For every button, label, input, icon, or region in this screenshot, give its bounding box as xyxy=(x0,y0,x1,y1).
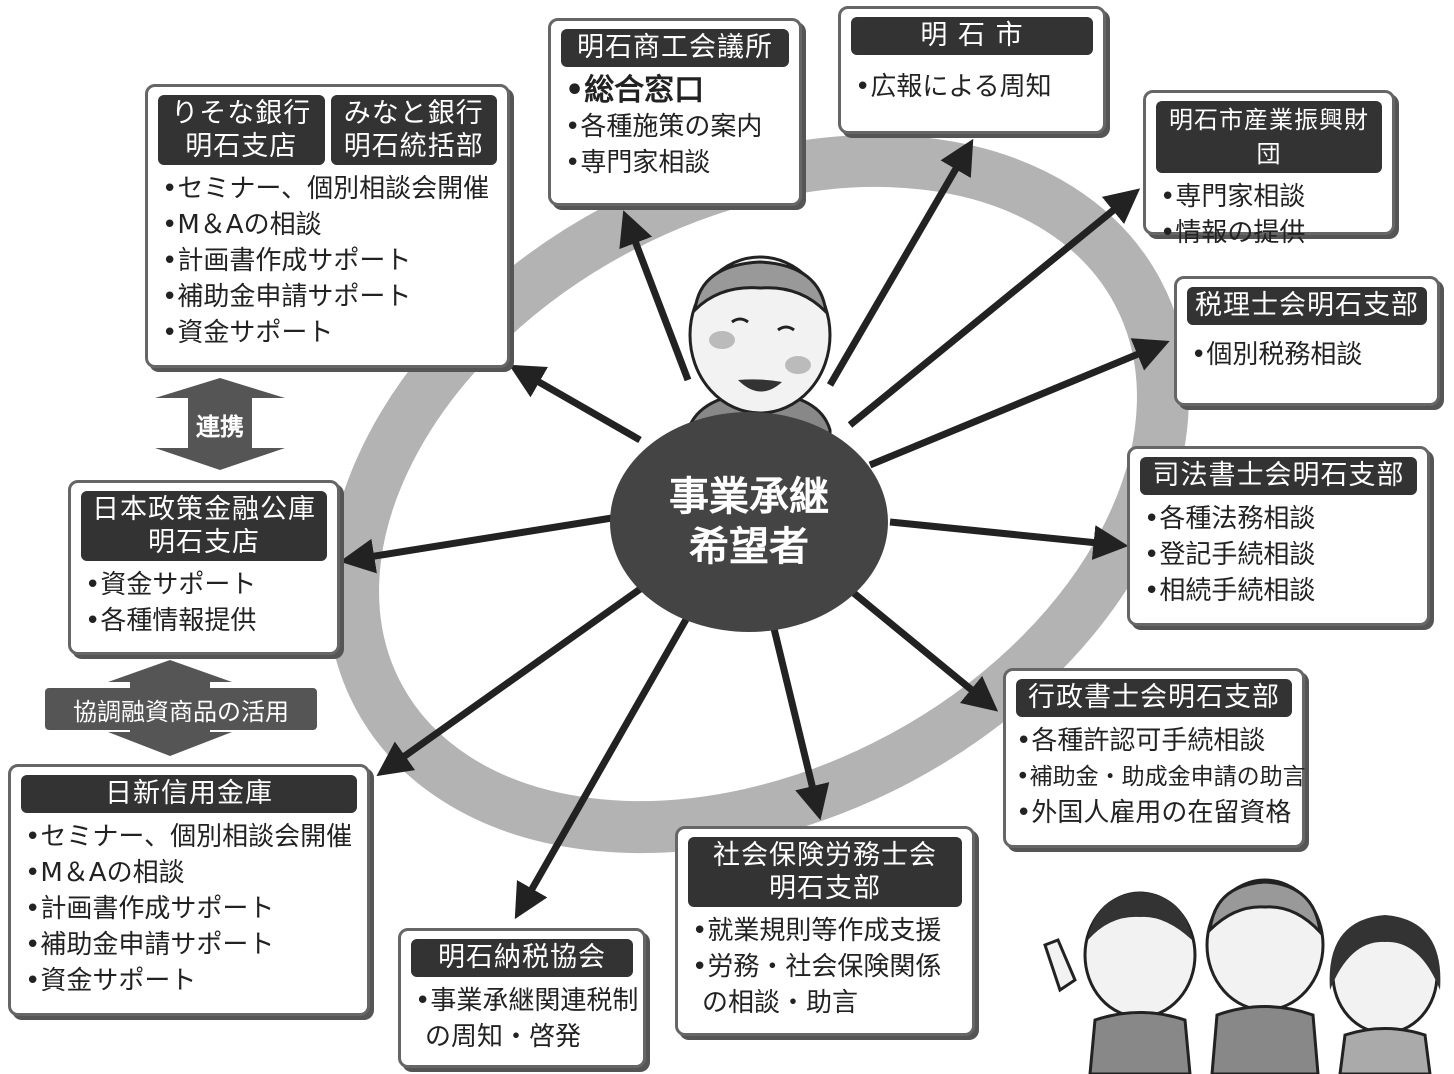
city-list: 広報による周知 xyxy=(841,61,1103,105)
nisshin-box: 日新信用金庫 セミナー、個別相談会開催 M＆Aの相談 計画書作成サポート 補助金… xyxy=(8,764,370,1016)
zaidan-box: 明石市産業振興財団 専門家相談 情報の提供 xyxy=(1143,90,1395,248)
list-item: 就業規則等作成支援 xyxy=(692,913,972,949)
list-item: 個別税務相談 xyxy=(1191,337,1437,373)
list-item: 資金サポート xyxy=(25,963,367,999)
list-item: 各種施策の案内 xyxy=(565,109,799,145)
gyosei-header: 行政書士会明石支部 xyxy=(1016,679,1292,717)
city-box: 明 石 市 広報による周知 xyxy=(838,6,1106,134)
zaidan-header: 明石市産業振興財団 xyxy=(1156,101,1382,173)
list-item: 計画書作成サポート xyxy=(25,891,367,927)
cooperation-ring xyxy=(327,134,1189,854)
list-item: セミナー、個別相談会開催 xyxy=(162,171,507,207)
list-item: 計画書作成サポート xyxy=(162,243,507,279)
sharoushi-name: 社会保険労務士会 xyxy=(713,840,937,871)
list-item: M＆Aの相談 xyxy=(25,855,367,891)
list-item: 登記手続相談 xyxy=(1144,537,1427,573)
center-successor-node: 事業承継 希望者 xyxy=(610,412,888,632)
zeirishi-list: 個別税務相談 xyxy=(1177,331,1437,373)
nisshin-header: 日新信用金庫 xyxy=(21,775,357,813)
banks-box: りそな銀行 明石支店 みなと銀行 明石統括部 セミナー、個別相談会開催 M＆Aの… xyxy=(145,84,510,368)
list-item: 補助金・助成金申請の助言 xyxy=(1016,759,1306,795)
jfc-name: 日本政策金融公庫 xyxy=(92,494,316,525)
banks-list: セミナー、個別相談会開催 M＆Aの相談 計画書作成サポート 補助金申請サポート … xyxy=(148,171,507,351)
list-item: 各種許認可手続相談 xyxy=(1016,723,1302,759)
list-item: 専門家相談 xyxy=(1160,179,1392,215)
sharoushi-header: 社会保険労務士会 明石支部 xyxy=(688,837,962,907)
list-item: 外国人雇用の在留資格 xyxy=(1016,795,1302,831)
shiho-header: 司法書士会明石支部 xyxy=(1140,457,1417,495)
city-header: 明 石 市 xyxy=(851,17,1093,55)
center-line-1: 事業承継 xyxy=(669,474,829,520)
list-item: 専門家相談 xyxy=(565,145,799,181)
minato-header: みなと銀行 明石統括部 xyxy=(330,95,497,165)
jfc-branch: 明石支店 xyxy=(148,527,260,558)
list-item: 補助金申請サポート xyxy=(25,927,367,963)
list-item: 各種情報提供 xyxy=(85,603,337,639)
list-item: の周知・啓発 xyxy=(425,1022,582,1052)
jfc-box: 日本政策金融公庫 明石支店 資金サポート 各種情報提供 xyxy=(68,480,340,655)
nisshin-list: セミナー、個別相談会開催 M＆Aの相談 計画書作成サポート 補助金申請サポート … xyxy=(11,819,367,999)
arrow-to-shiho xyxy=(889,518,1129,560)
gyosei-list: 各種許認可手続相談 補助金・助成金申請の助言 外国人雇用の在留資格 xyxy=(1006,723,1306,831)
arrow-to-city xyxy=(826,138,974,387)
center-line-2: 希望者 xyxy=(689,524,809,570)
team-illustration xyxy=(1043,878,1441,1074)
link-label-1: 連携 xyxy=(196,412,244,441)
sharoushi-branch: 明石支部 xyxy=(769,873,881,904)
list-item: 広報による周知 xyxy=(855,69,1103,105)
zeirishi-box: 税理士会明石支部 個別税務相談 xyxy=(1174,276,1440,406)
list-item: 資金サポート xyxy=(162,315,507,351)
nozei-header: 明石納税協会 xyxy=(411,939,633,977)
cci-header: 明石商工会議所 xyxy=(561,29,789,67)
jfc-list: 資金サポート 各種情報提供 xyxy=(71,567,337,639)
zeirishi-header: 税理士会明石支部 xyxy=(1187,287,1427,325)
arrow-to-zaidan xyxy=(847,188,1141,428)
sharoushi-list: 就業規則等作成支援 労務・社会保険関係 の相談・助言 xyxy=(678,913,972,1021)
shiho-list: 各種法務相談 登記手続相談 相続手続相談 xyxy=(1130,501,1427,609)
arrow-to-gyosei xyxy=(847,587,999,712)
arrow-to-nisshin xyxy=(376,572,663,777)
list-item: 相続手続相談 xyxy=(1144,573,1427,609)
jfc-header: 日本政策金融公庫 明石支店 xyxy=(81,491,327,561)
list-item: 情報の提供 xyxy=(1160,215,1392,251)
list-item: セミナー、個別相談会開催 xyxy=(25,819,367,855)
link-arrow-1 xyxy=(155,378,285,470)
cci-box: 明石商工会議所 総合窓口 各種施策の案内 専門家相談 xyxy=(548,18,802,206)
list-item: M＆Aの相談 xyxy=(162,207,507,243)
arrow-to-zeirishi xyxy=(868,338,1170,469)
resona-header: りそな銀行 明石支店 xyxy=(158,95,325,165)
resona-name: りそな銀行 xyxy=(171,98,312,129)
zaidan-list: 専門家相談 情報の提供 xyxy=(1146,179,1392,251)
list-item: 補助金申請サポート xyxy=(162,279,507,315)
arrow-to-banks xyxy=(508,364,642,444)
cci-list: 総合窓口 各種施策の案内 専門家相談 xyxy=(551,73,799,181)
minato-branch: 明石統括部 xyxy=(343,131,484,162)
nozei-box: 明石納税協会 事業承継関連税制 の周知・啓発 xyxy=(398,928,646,1068)
arrow-to-jfc xyxy=(339,514,613,574)
arrow-to-nozei xyxy=(514,593,704,920)
nozei-list: 事業承継関連税制 の周知・啓発 xyxy=(401,983,643,1055)
link-label-2: 協調融資商品の活用 xyxy=(45,688,317,730)
sharoushi-box: 社会保険労務士会 明石支部 就業規則等作成支援 労務・社会保険関係 の相談・助言 xyxy=(675,826,975,1036)
gyosei-box: 行政書士会明石支部 各種許認可手続相談 補助金・助成金申請の助言 外国人雇用の在… xyxy=(1003,668,1306,848)
list-item: 労務・社会保険関係 xyxy=(692,949,972,985)
list-item: 各種法務相談 xyxy=(1144,501,1427,537)
arrow-to-sharoushi xyxy=(766,611,830,821)
shiho-box: 司法書士会明石支部 各種法務相談 登記手続相談 相続手続相談 xyxy=(1127,446,1430,626)
resona-branch: 明石支店 xyxy=(185,131,298,162)
minato-name: みなと銀行 xyxy=(343,98,484,129)
list-item: 資金サポート xyxy=(85,567,337,603)
list-item: の相談・助言 xyxy=(702,988,859,1018)
list-item: 総合窓口 xyxy=(565,73,799,109)
list-item: 事業承継関連税制 xyxy=(415,983,643,1019)
arrow-to-cci xyxy=(619,210,692,382)
